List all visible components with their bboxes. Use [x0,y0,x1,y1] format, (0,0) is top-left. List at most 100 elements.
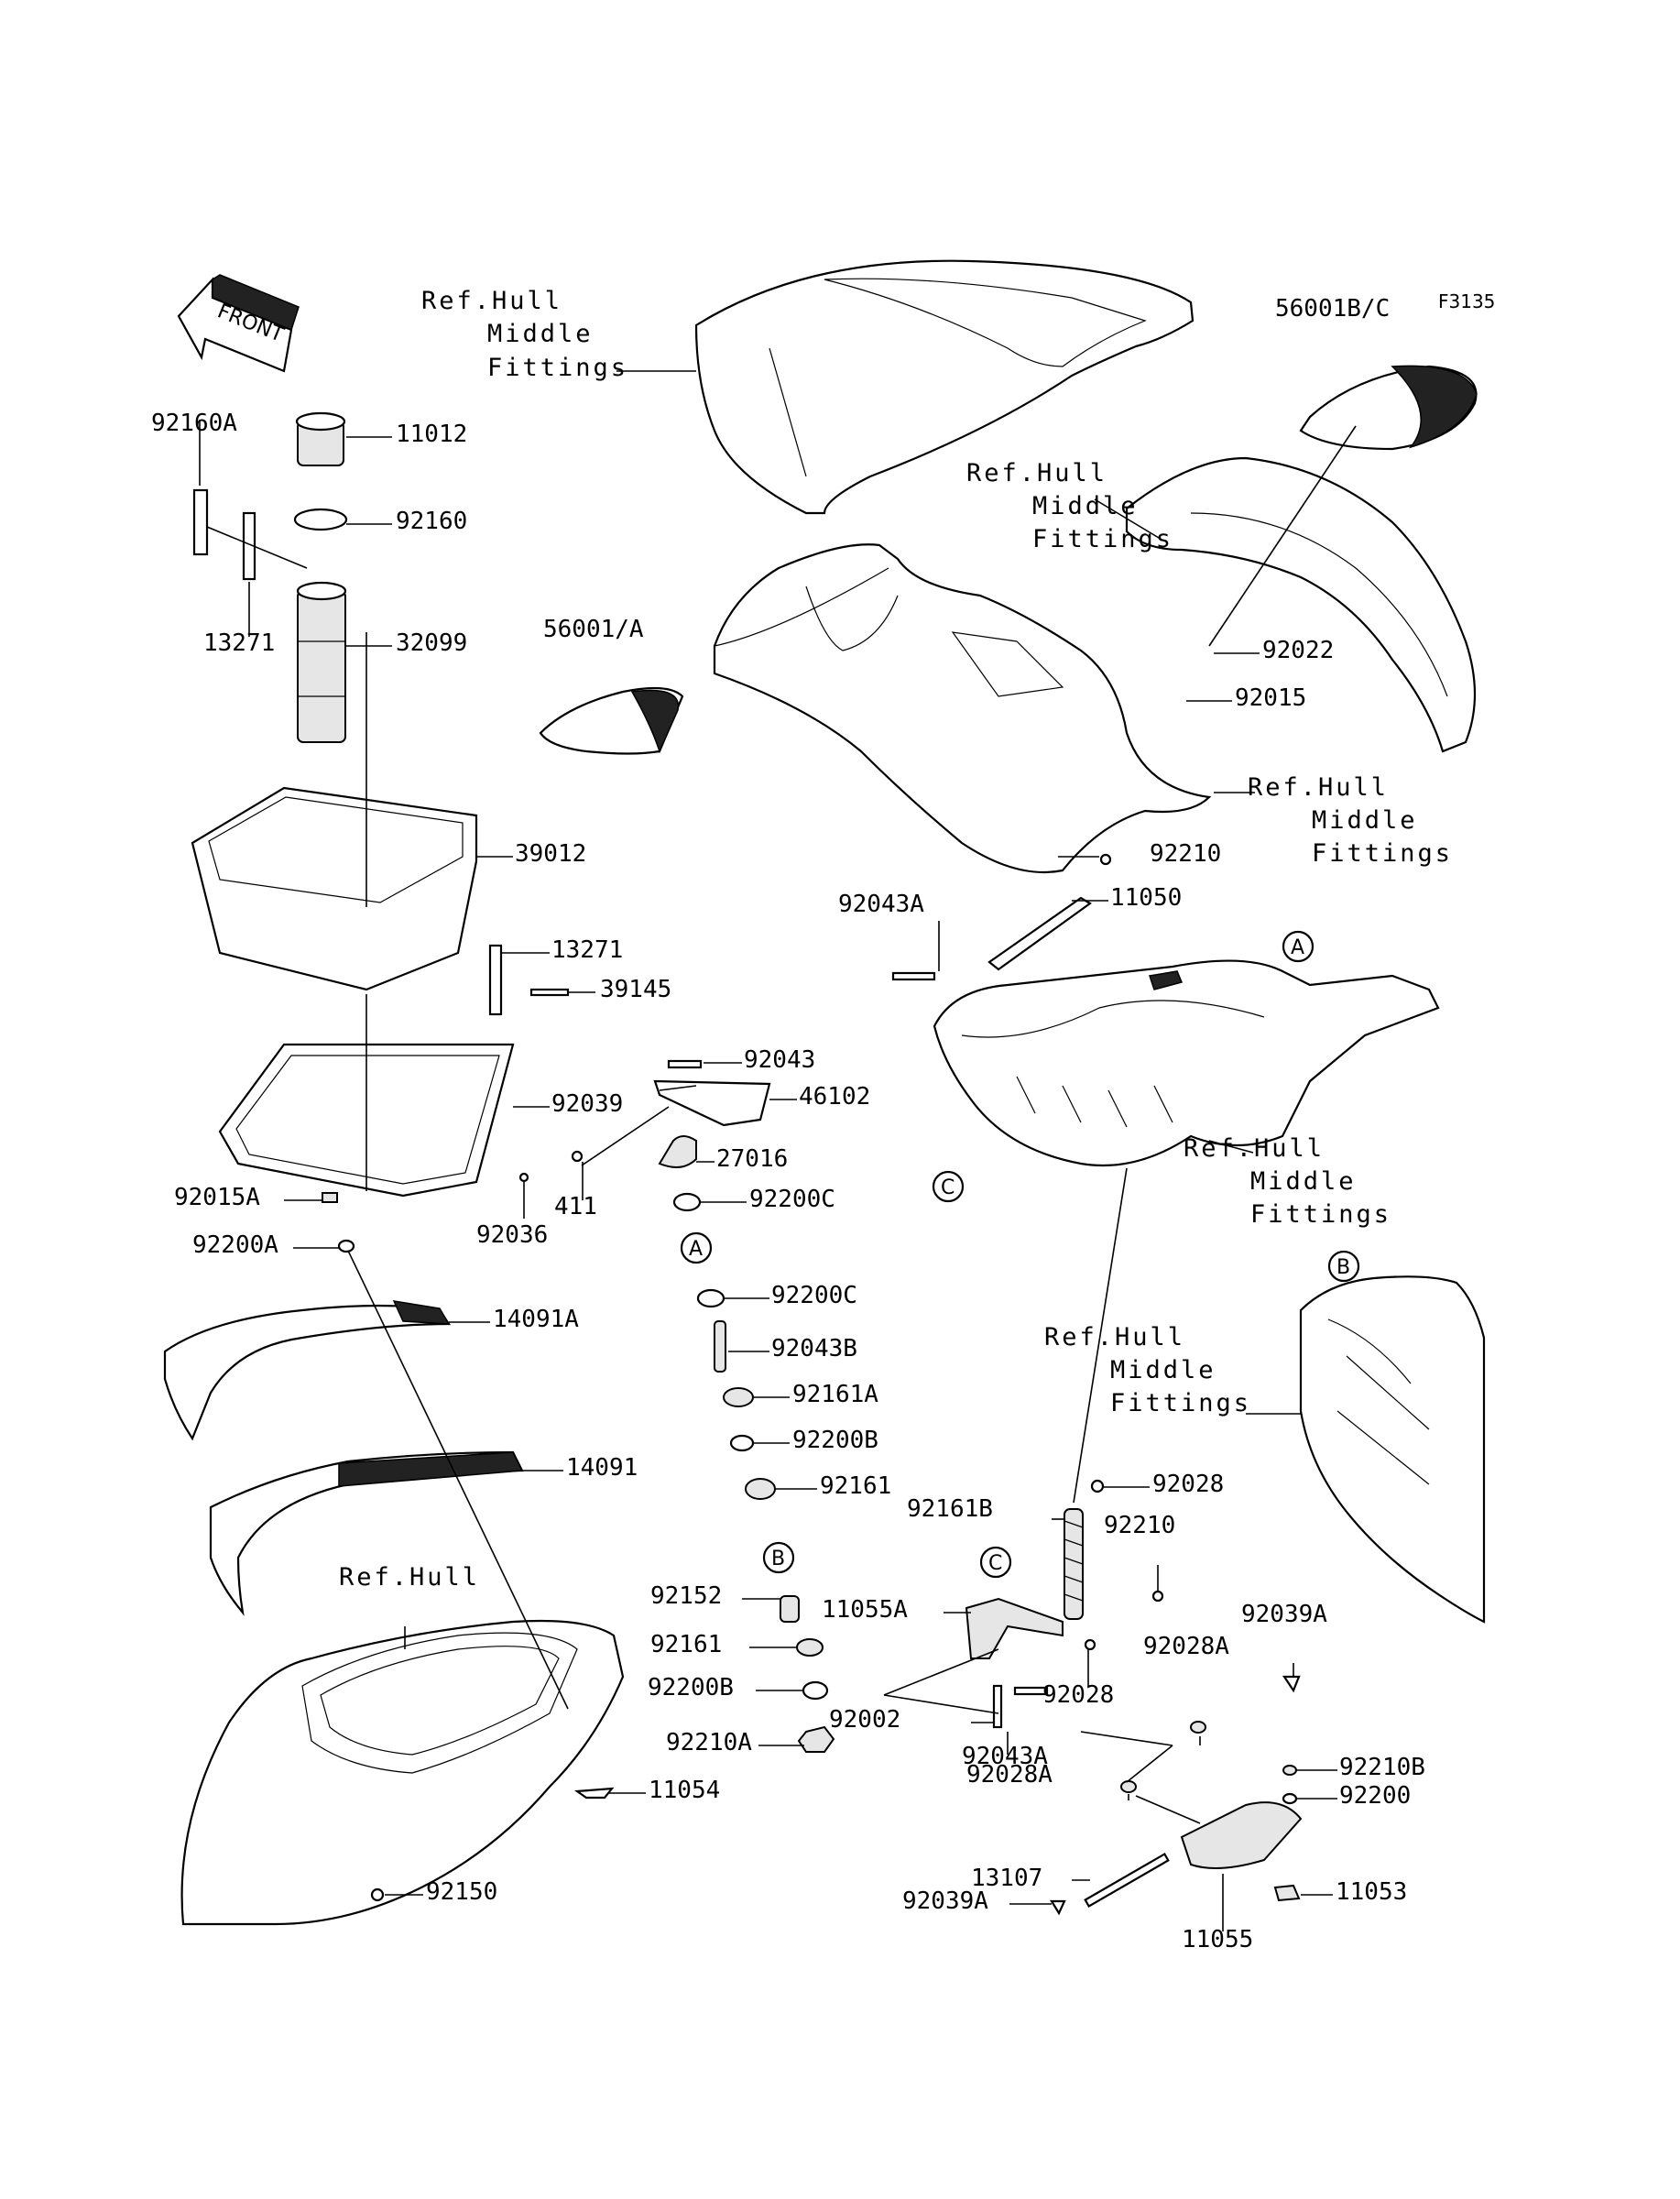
cover-14091-shape [209,1450,524,1616]
part-labels: 92160A 11012 92160 13271 32099 39012 391… [151,295,1425,1953]
svg-text:Ref.Hull: Ref.Hull [966,459,1107,487]
part-label: 92043A [962,1743,1048,1770]
filler-tube-shape [296,581,347,743]
o-ring-shape [293,508,348,531]
clip-92015A-shape [322,1192,338,1203]
part-label: 92210 [1150,840,1221,868]
part-label: 39145 [600,976,671,1003]
part-label: 46102 [799,1083,870,1110]
part-label: 11055 [1182,1926,1253,1953]
lower-deck-shape [933,959,1440,1167]
part-label: 92210 [1104,1512,1175,1539]
figure-code: F3135 [1438,290,1495,312]
svg-text:Ref.Hull: Ref.Hull [421,287,562,315]
seat-shape [694,259,1195,515]
arm-11055A-shape [965,1597,1064,1659]
clip-11054-shape [573,1787,615,1800]
part-label: 92043A [838,891,924,918]
part-label: 56001B/C [1275,295,1390,323]
ref-hull-label-lower: Ref.Hull Middle Fittings [1044,1323,1251,1417]
part-label: 13107 [971,1865,1042,1892]
part-label: 92028 [1152,1471,1224,1498]
part-label: 92200B [648,1674,734,1701]
ref-hull-label-hood: Ref.Hull [339,1563,480,1592]
part-label: 92160A [151,410,237,437]
circle-marker-a-center: A [680,1231,713,1264]
rear-hull-shape [1299,1275,1486,1624]
svg-text:Middle: Middle [1312,806,1418,835]
part-label: 92161 [820,1472,891,1500]
part-label: 92028A [966,1761,1053,1789]
part-label: 11053 [1336,1878,1407,1906]
svg-text:C: C [988,1552,1002,1575]
part-label: 13271 [551,936,623,964]
svg-text:Fittings: Fittings [1032,525,1173,553]
part-label: 92043B [771,1335,857,1362]
part-label: 92161 [650,1631,722,1658]
ref-hull-label-top-left: Ref.Hull Middle Fittings [421,287,628,382]
part-label: 92200C [749,1186,835,1213]
washer-92200A-shape [337,1239,355,1253]
rivet-92036-shape [518,1172,529,1183]
part-label: 92210A [666,1729,752,1756]
svg-text:Ref.Hull: Ref.Hull [1248,773,1389,802]
spring-shape [1064,1508,1084,1620]
part-label: 92039A [902,1887,988,1915]
bolt-92043-shape [667,1059,703,1069]
visor-right-shape [1299,365,1478,451]
part-label: 92200C [771,1282,857,1309]
svg-text:Fittings: Fittings [1110,1389,1251,1417]
part-label: 92002 [829,1706,900,1734]
part-label: 92150 [426,1878,497,1906]
part-label: 92152 [650,1582,722,1610]
filler-cap-shape [295,411,346,466]
part-label: 14091A [493,1306,579,1333]
part-label: 92028A [1143,1633,1229,1660]
part-label: 92015A [174,1184,260,1211]
svg-text:Fittings: Fittings [1250,1200,1391,1229]
svg-text:Fittings: Fittings [487,354,628,382]
part-label: 92200 [1339,1782,1411,1810]
front-cover-shape [1125,456,1477,753]
part-label: 14091 [566,1454,638,1482]
svg-text:A: A [689,1238,703,1261]
front-hood-shape [180,1619,625,1926]
part-label: 32099 [396,629,467,657]
circle-marker-a-right: A [1282,930,1315,963]
screw-92150-shape [370,1887,385,1902]
part-label: 92015 [1235,684,1306,712]
part-label: 27016 [716,1145,788,1173]
bracket-13271-lower-shape [488,944,503,1016]
part-label: 92200A [192,1231,278,1259]
part-label: 11050 [1110,884,1182,912]
bolt-92043A-top-shape [891,971,936,981]
part-label: 56001/A [543,616,644,643]
circle-marker-b-right: B [1327,1250,1360,1283]
svg-text:Middle: Middle [487,320,594,348]
latch-plate-shape [653,1079,771,1127]
part-label: 92210B [1339,1754,1425,1781]
svg-text:Fittings: Fittings [1312,839,1453,868]
bracket-92160A-shape [192,488,209,556]
bracket-11050-shape [987,896,1092,971]
part-label: 11054 [649,1777,720,1804]
part-label: 11012 [396,421,467,448]
part-label: 92022 [1262,637,1334,664]
part-label: 92161A [792,1381,878,1408]
ref-hull-label-right: Ref.Hull Middle Fittings [1184,1134,1391,1229]
ref-hull-label-top-right: Ref.Hull Middle Fittings [966,459,1173,553]
svg-text:Ref.Hull: Ref.Hull [1184,1134,1325,1163]
pin-92039-shape [529,988,570,997]
circle-marker-c-lower: C [979,1546,1012,1579]
part-label: 92161B [907,1495,993,1523]
pin-13107-shape [1084,1853,1170,1908]
handle-11055-shape [1180,1801,1303,1869]
leader-lines [199,370,1357,1931]
circle-marker-c-right: C [932,1170,965,1203]
part-label: 92160 [396,508,467,535]
svg-text:B: B [1336,1256,1350,1279]
part-label: 92043 [744,1046,815,1074]
part-label: 39012 [515,840,586,868]
svg-text:Middle: Middle [1032,492,1139,520]
